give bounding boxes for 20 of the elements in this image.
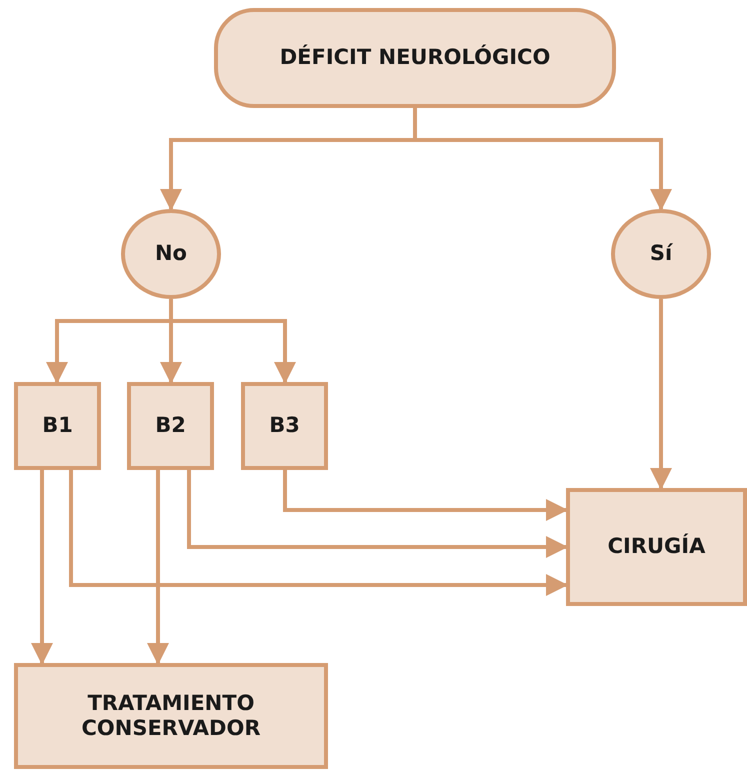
process-box <box>14 663 328 769</box>
node-label: No <box>154 241 187 267</box>
node-label: B1 <box>42 413 73 439</box>
arrow <box>69 470 568 596</box>
arrow <box>283 470 568 521</box>
node-label: CIRUGÍA <box>608 534 706 560</box>
arrow <box>147 470 169 665</box>
process-box <box>14 382 101 470</box>
node-label: B3 <box>269 413 300 439</box>
arrow <box>650 299 672 490</box>
terminal-box <box>214 8 616 108</box>
node-label: B2 <box>155 413 186 439</box>
node-label: DÉFICIT NEUROLÓGICO <box>280 45 550 71</box>
node-label: TRATAMIENTO CONSERVADOR <box>80 690 262 742</box>
arrow <box>31 470 53 665</box>
process-box <box>566 488 747 606</box>
node-label: Sí <box>650 241 672 267</box>
process-box <box>241 382 328 470</box>
process-box <box>127 382 214 470</box>
arrow <box>187 470 568 558</box>
